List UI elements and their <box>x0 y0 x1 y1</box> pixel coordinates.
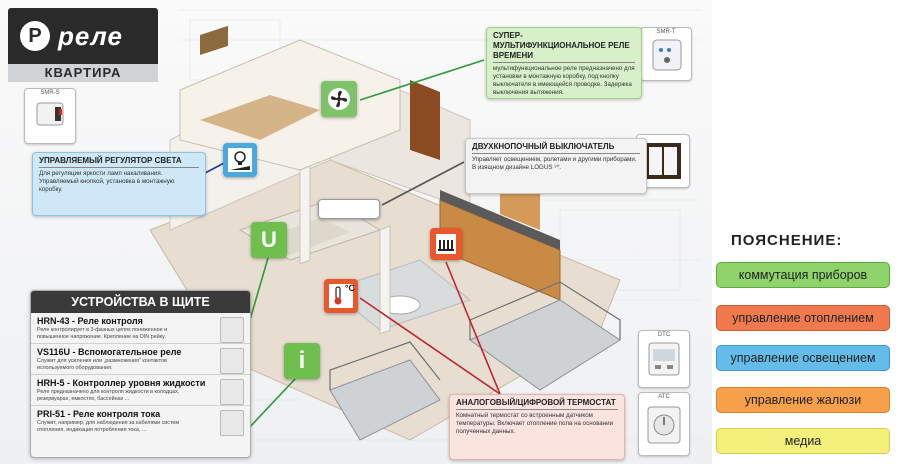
switch-description: Управляет освещением, ролетами и другими… <box>472 156 637 171</box>
thermometer-glyph-icon <box>329 284 353 308</box>
panel-title: УСТРОЙСТВА В ЩИТЕ <box>31 291 250 313</box>
din-relay-icon <box>220 348 244 374</box>
legend-item-heating: управление отоплением <box>716 305 890 331</box>
thermostat-icon: °C <box>324 279 358 313</box>
bulb-dimmer-glyph-icon <box>228 148 252 172</box>
dtc-label: DTC <box>657 332 671 338</box>
panel-device-item: HRN-43 - Реле контроля Реле контролирует… <box>31 313 250 344</box>
analog-thermostat-icon <box>647 406 681 444</box>
device-description: Служит для усиления или „размножения" ко… <box>37 358 167 371</box>
apartment-illustration <box>149 9 700 441</box>
timer-relay-callout: СУПЕР-МУЛЬТИФУНКЦИОНАЛЬНОЕ РЕЛЕ ВРЕМЕНИ … <box>486 27 642 99</box>
smr-s-device-icon <box>36 102 64 126</box>
smr-t-label: SMR-T <box>656 29 676 35</box>
dimmer-title: УПРАВЛЯЕМЫЙ РЕГУЛЯТОР СВЕТА <box>39 156 199 168</box>
legend-item-lighting: управление освещением <box>716 345 890 371</box>
switch-callout: ДВУХКНОПОЧНЫЙ ВЫКЛЮЧАТЕЛЬ Управляет осве… <box>465 138 647 194</box>
din-relay-icon <box>220 317 244 343</box>
dimmer-callout: УПРАВЛЯЕМЫЙ РЕГУЛЯТОР СВЕТА Для регуляци… <box>32 152 206 216</box>
din-relay-icon <box>220 410 244 436</box>
device-description: Реле контролирует в 3-фазных цепях пониж… <box>37 327 168 340</box>
smr-t-device-icon <box>652 39 682 71</box>
thermostat-description: Комнатный термостат со встроенным датчик… <box>456 412 614 435</box>
device-description: Реле предназначено для контроля жидкости… <box>37 389 180 402</box>
dtc-thermostat-thumb: DTC <box>638 330 690 388</box>
timer-title: СУПЕР-МУЛЬТИФУНКЦИОНАЛЬНОЕ РЕЛЕ ВРЕМЕНИ <box>493 31 635 63</box>
therm-pointer-line <box>359 297 501 395</box>
device-name: VS116U - Вспомогательное реле <box>37 347 182 357</box>
celsius-label: °C <box>344 283 355 293</box>
i-pointer-line <box>246 377 297 431</box>
smr-s-label: SMR-S <box>40 90 60 96</box>
atc-label: ATC <box>658 394 670 400</box>
switch-title: ДВУХКНОПОЧНЫЙ ВЫКЛЮЧАТЕЛЬ <box>472 142 640 154</box>
panel-device-item: PRI-51 - Реле контроля тока Служит, напр… <box>31 406 250 437</box>
din-relay-icon <box>220 379 244 405</box>
legend-title: ПОЯСНЕНИЕ: <box>731 232 843 249</box>
device-name: PRI-51 - Реле контроля тока <box>37 409 161 419</box>
device-name: HRH-5 - Контроллер уровня жидкости <box>37 378 206 388</box>
panel-devices-box: УСТРОЙСТВА В ЩИТЕ HRN-43 - Реле контроля… <box>30 290 251 458</box>
switch-combo-icons <box>318 199 380 219</box>
device-name: HRN-43 - Реле контроля <box>37 316 143 326</box>
floor-heating-icon <box>430 228 462 260</box>
atc-thermostat-thumb: ATC <box>638 392 690 456</box>
smr-t-device-thumb: SMR-T <box>640 27 692 81</box>
heater-glyph-icon <box>436 234 456 254</box>
legend-item-media: медиа <box>716 428 890 454</box>
switch-pointer-line <box>381 161 465 206</box>
current-relay-i-icon: i <box>284 343 320 379</box>
voltage-relay-u-icon: U <box>251 222 287 258</box>
brand-header: Р реле <box>8 8 158 64</box>
smr-s-device-thumb: SMR-S <box>24 88 76 144</box>
legend-item-switching: коммутация приборов <box>716 262 890 288</box>
fan-icon <box>321 81 357 117</box>
location-label: КВАРТИРА <box>8 64 158 82</box>
brand-name: реле <box>58 20 123 51</box>
device-description: Служит, например, для наблюдения за кабе… <box>37 420 180 433</box>
light-dimmer-icon <box>223 143 257 177</box>
timer-description: мультифункциональное реле предназначено … <box>493 65 635 96</box>
heat-pointer-line <box>445 261 501 395</box>
timer-pointer-line <box>359 59 485 101</box>
dimmer-description: Для регуляции яркости ламп накаливания. … <box>39 170 175 193</box>
thermostat-title: АНАЛОГОВЫЙ/ЦИФРОВОЙ ТЕРМОСТАТ <box>456 398 618 410</box>
double-switch-icon <box>645 143 681 179</box>
panel-device-item: HRH-5 - Контроллер уровня жидкости Реле … <box>31 375 250 406</box>
brand-logo-icon: Р <box>20 21 50 51</box>
legend-item-blinds: управление жалюзи <box>716 387 890 413</box>
panel-device-item: VS116U - Вспомогательное реле Служит для… <box>31 344 250 375</box>
digital-thermostat-icon <box>648 342 680 376</box>
apartment-poster: Р реле КВАРТИРА SMR-S SMR-T DTC <box>0 0 712 464</box>
thermostat-callout: АНАЛОГОВЫЙ/ЦИФРОВОЙ ТЕРМОСТАТ Комнатный … <box>449 394 625 460</box>
fan-glyph-icon <box>328 88 350 110</box>
